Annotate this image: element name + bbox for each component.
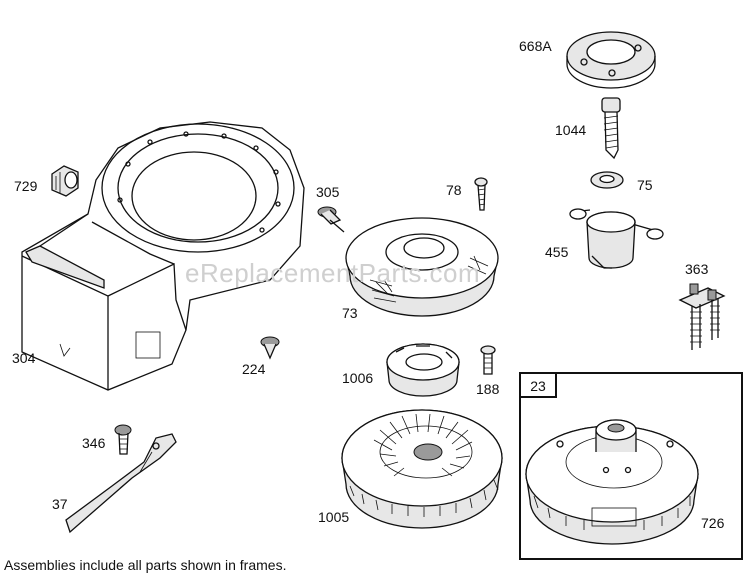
label-1006[interactable]: 1006 — [342, 370, 374, 386]
label-73[interactable]: 73 — [342, 305, 358, 321]
part-726-flywheel — [525, 419, 699, 545]
label-37[interactable]: 37 — [52, 496, 68, 512]
assembly-frame-label: 23 — [521, 374, 557, 398]
part-1006-ratchet-cup — [386, 343, 460, 397]
label-224[interactable]: 224 — [242, 361, 266, 377]
label-304[interactable]: 304 — [12, 350, 36, 366]
part-729-grommet — [51, 165, 79, 197]
label-363[interactable]: 363 — [685, 261, 709, 277]
label-726[interactable]: 726 — [701, 515, 725, 531]
part-1005-flywheel-fan — [341, 409, 503, 529]
part-73-flywheel-screen — [345, 217, 499, 317]
part-305-screw — [317, 206, 345, 233]
label-1005[interactable]: 1005 — [318, 509, 350, 525]
part-37-air-vane — [65, 433, 177, 534]
part-346-screw — [114, 424, 132, 455]
label-455[interactable]: 455 — [545, 244, 569, 260]
label-188[interactable]: 188 — [476, 381, 500, 397]
watermark-text: eReplacementParts.com — [185, 258, 481, 288]
part-224-screw — [260, 336, 280, 360]
label-75[interactable]: 75 — [637, 177, 653, 193]
label-78[interactable]: 78 — [446, 182, 462, 198]
assembly-frame — [519, 372, 743, 560]
part-304-blower-housing — [21, 121, 305, 391]
part-78-screw — [474, 177, 488, 211]
label-1044[interactable]: 1044 — [555, 122, 587, 138]
part-455-bracket-cup — [569, 208, 664, 269]
label-668a[interactable]: 668A — [519, 38, 552, 54]
part-668a-ring-plate — [566, 31, 656, 89]
part-363-terminal-bracket — [678, 283, 726, 350]
part-1044-threaded-shaft — [601, 97, 621, 160]
part-188-bolt — [480, 345, 496, 375]
label-346[interactable]: 346 — [82, 435, 106, 451]
part-75-washer — [590, 171, 624, 189]
label-305[interactable]: 305 — [316, 184, 340, 200]
assemblies-footnote: Assemblies include all parts shown in fr… — [4, 557, 287, 573]
label-729[interactable]: 729 — [14, 178, 38, 194]
